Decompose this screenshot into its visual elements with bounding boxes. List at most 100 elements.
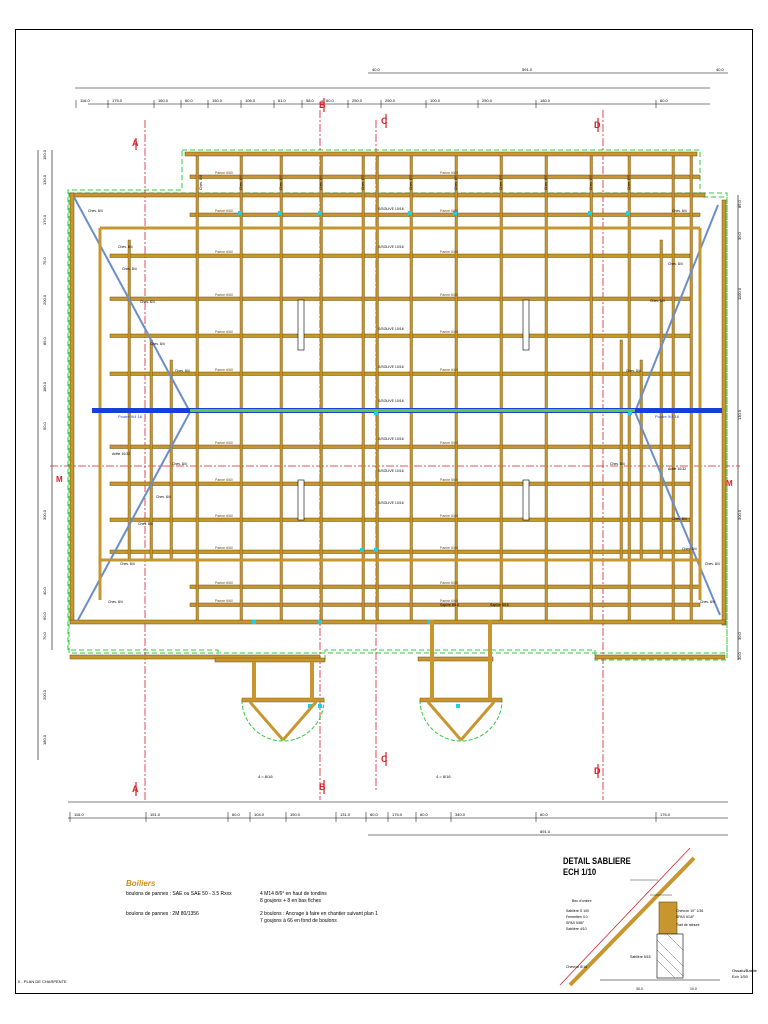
dimension-label: 60.0	[326, 98, 335, 103]
dimension-label: 75.0	[42, 256, 47, 265]
member-label: Chev. 8/4	[175, 369, 190, 373]
hanger-mark	[318, 620, 322, 624]
dimension-label: 131.0	[340, 812, 351, 817]
member-label: Chev. 8/4	[199, 175, 203, 190]
dimension-label: 180.0	[42, 381, 47, 392]
notes-line2-right: 2 boulons : Ancrage à faire en chantier …	[260, 911, 378, 917]
member-label: Chev. 8/4	[610, 462, 625, 466]
member-label: Panne 6/60	[440, 330, 458, 334]
ridge-beam: Poutre 9/4 16 Poutre 9/4 16	[92, 408, 722, 419]
hanger-mark	[252, 620, 256, 624]
svg-text:Poutre 9/4 16: Poutre 9/4 16	[118, 414, 143, 419]
section-marker-d-bottom: D	[594, 764, 601, 778]
hanger-mark	[318, 704, 322, 708]
svg-text:4 = 8/16: 4 = 8/16	[258, 774, 273, 779]
member-label: S/SOLIVE 10/16	[378, 437, 404, 441]
notes-line1-right: 4 M14 8/6° en haut de tondins	[260, 891, 327, 897]
member-label: Panne 6/60	[215, 171, 233, 175]
rafter-beam	[239, 155, 243, 621]
dormer-right: 4 = 8/16	[419, 620, 503, 779]
dimension-label: 60.0	[660, 98, 669, 103]
dimension-label: 150.0	[290, 812, 301, 817]
dimension-label: 180.0	[42, 734, 47, 745]
section-marker-right: M	[726, 479, 733, 488]
rafter-beam	[671, 155, 675, 621]
dimension-label: 116.0	[80, 98, 90, 103]
notes-block: Boiliers boulons de pannes : SAE ou SAE …	[126, 879, 386, 931]
svg-text:C: C	[381, 116, 388, 126]
dimension-label: 250.0	[385, 98, 396, 103]
jack-rafter	[659, 239, 663, 561]
opening-trimmer	[522, 299, 530, 351]
hanger-mark	[374, 548, 378, 552]
member-label: Panne 6/60	[440, 171, 458, 175]
dimension-label: 150.0	[42, 149, 47, 160]
rafter-beam	[589, 155, 593, 621]
detail-title: DETAIL SABLIERE ECH 1/10	[563, 856, 631, 878]
hanger-mark	[453, 211, 457, 215]
rafter-beam	[454, 155, 458, 621]
member-label: S/SOLIVE 10/16	[378, 469, 404, 473]
sheet-footer-left: 0 - PLAN DE CHARPENTE	[18, 979, 67, 984]
detail-callout: Sablière 5/16	[630, 955, 651, 959]
member-label: Panne 6/60	[440, 250, 458, 254]
dimension-label: 85.0	[737, 199, 742, 208]
rafters	[127, 155, 693, 621]
dimension-label: 170.0	[42, 214, 47, 225]
detail-callout: Chevron 10° 1/36	[676, 909, 703, 913]
member-label: S/SOLIVE 10/16	[378, 245, 404, 249]
rafter-beam	[499, 155, 503, 621]
rafter-beam	[544, 155, 548, 621]
svg-text:A: A	[132, 138, 139, 148]
notes-line1-left: boulons de pannes : SAE ou SAE 50 - 3.5 …	[126, 891, 232, 897]
dimension-label: 58.0	[306, 98, 315, 103]
dimension-label: 61.0	[278, 98, 287, 103]
dimension-label: 30.0	[737, 651, 742, 660]
hanger-mark	[308, 704, 312, 708]
opening-trimmer	[297, 299, 305, 351]
rafter-beam	[627, 155, 631, 621]
jack-rafter	[149, 339, 153, 561]
dimension-label: 60.0	[42, 611, 47, 620]
member-label: Panne 6/60	[215, 330, 233, 334]
hanger-mark	[456, 704, 460, 708]
rafter-beam	[361, 155, 365, 621]
member-label: Panne 6/60	[440, 599, 458, 603]
member-label: Panne 6/60	[440, 368, 458, 372]
dimension-label: 116.0	[74, 812, 84, 817]
member-label: Panne 6/60	[215, 209, 233, 213]
dimension-label: 40.0	[716, 67, 725, 72]
dimension-label: 60.0	[185, 98, 194, 103]
section-marker-b-top: B	[319, 98, 326, 112]
opening-trimmer	[297, 479, 305, 521]
member-label: Chev. 8/4	[544, 175, 548, 190]
member-label: Chev. 8/4	[454, 175, 458, 190]
detail-callout: Trait de rainure	[676, 923, 700, 927]
sheet-footer-right: Ossatu/Bastie Ech 1/50	[732, 968, 757, 980]
member-label: Panne 6/60	[440, 478, 458, 482]
member-label: Panne 6/60	[440, 546, 458, 550]
rafter-beam	[319, 155, 323, 621]
member-label: Sapine 8/16	[490, 603, 509, 607]
dimension-label: 100.0	[430, 98, 441, 103]
section-marker-a-bottom: A	[132, 782, 139, 796]
member-label: Panne 6/60	[215, 293, 233, 297]
svg-text:B: B	[319, 100, 326, 110]
member-label: Chev. 8/4	[672, 209, 687, 213]
member-label: Chev. 8/4	[650, 299, 665, 303]
dimension-label: 130.0	[42, 174, 47, 185]
top-dimensions	[75, 72, 728, 105]
dimension-label: 176.0	[660, 812, 671, 817]
member-label: Panne 6/60	[215, 250, 233, 254]
detail-callout: Sablière S 100	[566, 909, 589, 913]
member-label: Chev. 8/4	[589, 175, 593, 190]
dimension-label: 85.0	[42, 336, 47, 345]
member-label: Panne 6/60	[215, 581, 233, 585]
rafter-beam	[279, 155, 283, 621]
member-label: Chev. 8/4	[499, 175, 503, 190]
dimension-label: 591.0	[522, 67, 533, 72]
member-label: Chev. 8/4	[108, 600, 123, 604]
